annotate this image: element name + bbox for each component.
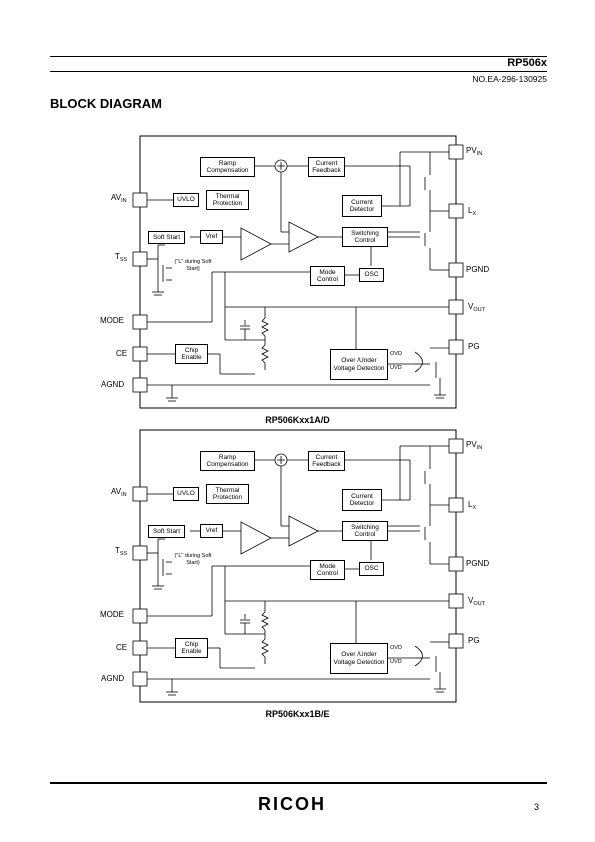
uvd-label: UVD [390, 365, 402, 371]
current-feedback-block: Current Feedback [308, 451, 345, 471]
pin-label-ce: CE [116, 349, 128, 358]
uvlo-block: UVLO [173, 193, 199, 207]
vref-block: Vref [200, 230, 223, 244]
document-number: NO.EA-296-130925 [472, 74, 547, 84]
pin-label-mode: MODE [100, 316, 124, 325]
pin-label-pvin: PVIN [466, 146, 483, 157]
header-rule-top [50, 56, 547, 57]
thermal-protection-block: Thermal Protection [206, 190, 249, 210]
current-detector-block: Current Detector [342, 195, 382, 217]
diagram-wiring [132, 429, 464, 703]
ricoh-logo: RICOH [258, 794, 326, 814]
soft-start-block: Soft Start [148, 231, 185, 244]
chip-enable-block: Chip Enable [175, 638, 208, 658]
osc-block: OSC [359, 562, 384, 576]
over-under-voltage-detection-block: Over /Under Voltage Detection [330, 643, 388, 674]
pin-label-pg: PG [468, 636, 480, 645]
pin-label-vout: VOUT [468, 596, 485, 607]
pin-label-avin: AVIN [111, 487, 127, 498]
mode-control-block: Mode Control [310, 560, 345, 580]
pin-label-pgnd: PGND [466, 265, 490, 274]
pin-label-pgnd: PGND [466, 559, 490, 568]
pin-label-avin: AVIN [111, 193, 127, 204]
current-feedback-block: Current Feedback [308, 157, 345, 177]
current-detector-block: Current Detector [342, 489, 382, 511]
pin-label-lx: LX [468, 206, 477, 217]
page-number: 3 [534, 802, 540, 812]
over-under-voltage-detection-block: Over /Under Voltage Detection [330, 349, 388, 380]
part-number: RP506x [507, 57, 547, 69]
soft-start-note: ("L" during Soft Start) [174, 259, 212, 272]
osc-block: OSC [359, 268, 384, 282]
soft-start-block: Soft Start [148, 525, 185, 538]
pin-label-pg: PG [468, 342, 480, 351]
header-rule-bottom [50, 71, 547, 72]
ramp-compensation-block: Ramp Compensation [200, 451, 255, 471]
ovd-label: OVD [390, 351, 402, 357]
ramp-compensation-block: Ramp Compensation [200, 157, 255, 177]
switching-control-block: Switching Control [342, 227, 388, 247]
diagram-caption: RP506Kxx1A/D [265, 415, 330, 425]
switching-control-block: Switching Control [342, 521, 388, 541]
vref-block: Vref [200, 524, 223, 538]
pin-label-lx: LX [468, 500, 477, 511]
diagram-wiring [132, 135, 464, 409]
pin-label-agnd: AGND [101, 380, 125, 389]
footer-rule [50, 782, 547, 784]
pin-label-agnd: AGND [101, 674, 125, 683]
pin-label-ce: CE [116, 643, 128, 652]
thermal-protection-block: Thermal Protection [206, 484, 249, 504]
diagram-caption: RP506Kxx1B/E [265, 709, 330, 719]
uvlo-block: UVLO [173, 487, 199, 501]
uvd-label: UVD [390, 659, 402, 665]
chip-enable-block: Chip Enable [175, 344, 208, 364]
pin-label-mode: MODE [100, 610, 124, 619]
soft-start-note: ("L" during Soft Start) [174, 553, 212, 566]
pin-label-pvin: PVIN [466, 440, 483, 451]
mode-control-block: Mode Control [310, 266, 345, 286]
pin-label-tss: TSS [115, 252, 128, 263]
ovd-label: OVD [390, 645, 402, 651]
pin-label-vout: VOUT [468, 302, 485, 313]
pin-label-tss: TSS [115, 546, 128, 557]
section-title: BLOCK DIAGRAM [50, 96, 162, 111]
